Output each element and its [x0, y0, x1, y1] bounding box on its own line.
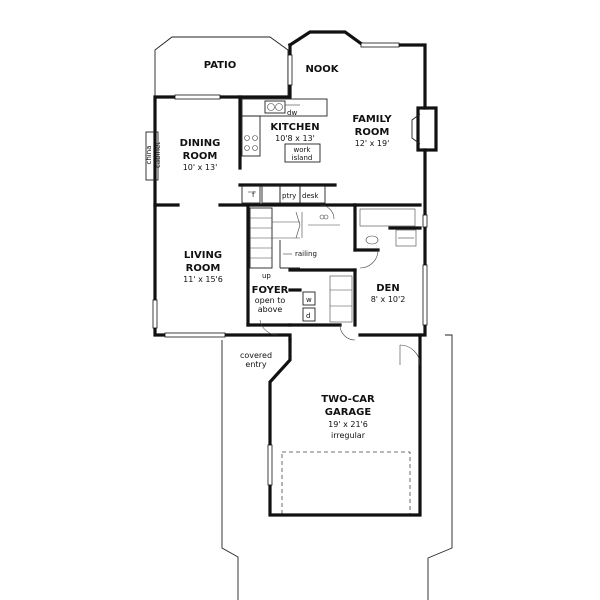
windows — [152, 42, 428, 486]
bay-window — [287, 30, 366, 48]
garage-label-2: GARAGE — [325, 407, 372, 418]
living-room-size: 11' x 15'6 — [183, 275, 223, 284]
garage-driveway-outline — [221, 334, 453, 600]
living-room-label-2: ROOM — [186, 263, 221, 274]
covered-entry-label-1: covered — [240, 351, 272, 360]
family-room-size: 12' x 19' — [355, 139, 390, 148]
kitchen-size: 10'8 x 13' — [275, 134, 315, 143]
nook-label: NOOK — [305, 64, 339, 75]
desk-label: desk — [302, 192, 319, 200]
work-island — [284, 143, 321, 163]
foyer-note-2: above — [258, 305, 283, 314]
fridge-pantry-desk: f ptry desk — [241, 185, 326, 204]
china-cabinet-label-1: china — [145, 146, 153, 165]
doors — [259, 204, 421, 366]
stair-up-label: up — [262, 272, 271, 280]
den-size: 8' x 10'2 — [371, 295, 406, 304]
pantry-label: ptry — [282, 192, 296, 200]
dining-room-label-1: DINING — [180, 138, 221, 149]
powder-room — [359, 208, 417, 247]
china-cabinet: china cabinet — [145, 131, 162, 181]
patio-label: PATIO — [204, 60, 236, 71]
work-island-label-2: island — [292, 154, 313, 162]
refrigerator-label: f — [252, 191, 255, 199]
covered-entry-label-2: entry — [245, 360, 266, 369]
kitchen-label: KITCHEN — [270, 122, 319, 133]
kitchen-counters: dw work island — [241, 98, 328, 163]
family-room-label-2: ROOM — [355, 127, 390, 138]
den-label: DEN — [376, 283, 400, 294]
fireplace — [411, 106, 438, 152]
interior-walls — [153, 95, 422, 327]
dryer-label: d — [306, 312, 310, 320]
room-labels: PATIO NOOK KITCHEN 10'8 x 13' FAMILY ROO… — [180, 60, 406, 440]
dishwasher-label: dw — [287, 109, 297, 117]
parking-area — [281, 451, 411, 517]
laundry: w d — [302, 275, 353, 323]
living-room-label-1: LIVING — [184, 250, 222, 261]
railing-label: railing — [295, 250, 317, 258]
garage-note: irregular — [331, 431, 366, 440]
washer-label: w — [306, 296, 312, 304]
china-cabinet-label-2: cabinet — [154, 142, 162, 168]
dining-room-size: 10' x 13' — [183, 163, 218, 172]
foyer-note-1: open to — [255, 296, 286, 305]
family-room-label-1: FAMILY — [352, 114, 392, 125]
staircase: up railing — [249, 207, 340, 280]
foyer-label: FOYER — [252, 285, 289, 296]
garage-size: 19' x 21'6 — [328, 420, 368, 429]
work-island-label-1: work — [294, 146, 312, 154]
garage-label-1: TWO-CAR — [321, 394, 375, 405]
dining-room-label-2: ROOM — [183, 151, 218, 162]
